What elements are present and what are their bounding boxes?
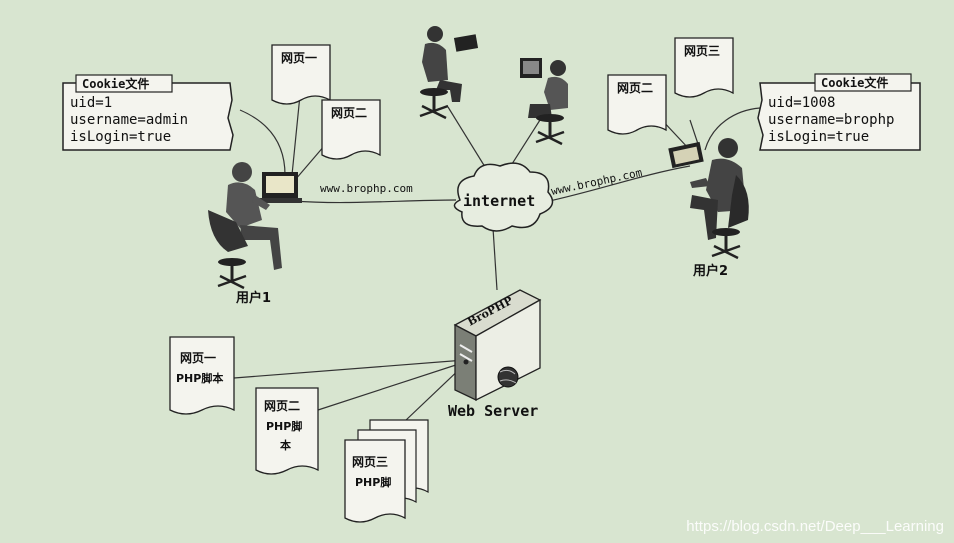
- svg-text:PHP脚: PHP脚: [355, 475, 391, 489]
- svg-text:网页三: 网页三: [684, 44, 720, 58]
- cookie-file-user2: Cookie文件 uid=1008 username=brophp isLogi…: [757, 73, 921, 151]
- cookie-file-user1: Cookie文件 uid=1 username=admin isLogin=tr…: [62, 74, 234, 151]
- watermark: https://blog.csdn.net/Deep___Learning: [686, 518, 944, 535]
- page-doc-user1-2: 网页二: [321, 99, 381, 160]
- page-doc-user2-1: 网页二: [607, 74, 667, 135]
- svg-text:本: 本: [280, 438, 291, 452]
- cookie-line-username-user2: username=brophp: [768, 112, 894, 128]
- server-label: Web Server: [448, 402, 538, 420]
- script-doc-1: 网页一 PHP脚本: [169, 336, 235, 415]
- cookie-line-islogin-user2: isLogin=true: [768, 129, 869, 145]
- cookie-line-uid-user2: uid=1008: [768, 95, 835, 111]
- user1-figure: 用户1: [208, 162, 302, 306]
- cookie-title-user1: Cookie文件: [82, 76, 149, 91]
- internet-label: internet: [463, 192, 535, 210]
- user2-figure: 用户2: [668, 138, 749, 279]
- user1-label: 用户1: [235, 290, 271, 306]
- internet-cloud: internet: [453, 162, 554, 232]
- cookie-title-user2: Cookie文件: [821, 75, 888, 90]
- svg-text:PHP脚: PHP脚: [266, 419, 302, 433]
- url-label-right: www.brophp.com: [550, 166, 644, 198]
- cookie-line-islogin-user1: isLogin=true: [70, 129, 171, 145]
- page-doc-user1-1: 网页一: [271, 44, 331, 105]
- web-server: BroPHP Web Server: [448, 289, 542, 420]
- user2-label: 用户2: [692, 263, 728, 279]
- page-doc-user2-2: 网页三: [674, 37, 734, 98]
- svg-text:网页二: 网页二: [617, 81, 653, 95]
- cookie-line-username-user1: username=admin: [70, 112, 188, 128]
- svg-text:网页一: 网页一: [180, 351, 216, 365]
- cookie-line-uid-user1: uid=1: [70, 95, 112, 111]
- server-power-led: [463, 359, 469, 365]
- top-user-desktop: [520, 58, 568, 146]
- url-label-left: www.brophp.com: [320, 182, 413, 195]
- script-doc-3-stack: 网页三 PHP脚: [344, 419, 429, 523]
- svg-text:网页二: 网页二: [264, 399, 300, 413]
- svg-text:网页三: 网页三: [352, 455, 388, 469]
- svg-text:网页一: 网页一: [281, 51, 317, 65]
- script-doc-2: 网页二 PHP脚 本: [255, 387, 319, 475]
- svg-text:网页二: 网页二: [331, 106, 367, 120]
- svg-text:PHP脚本: PHP脚本: [176, 371, 223, 385]
- globe-icon: [497, 366, 519, 388]
- top-user-laptop: [418, 26, 479, 120]
